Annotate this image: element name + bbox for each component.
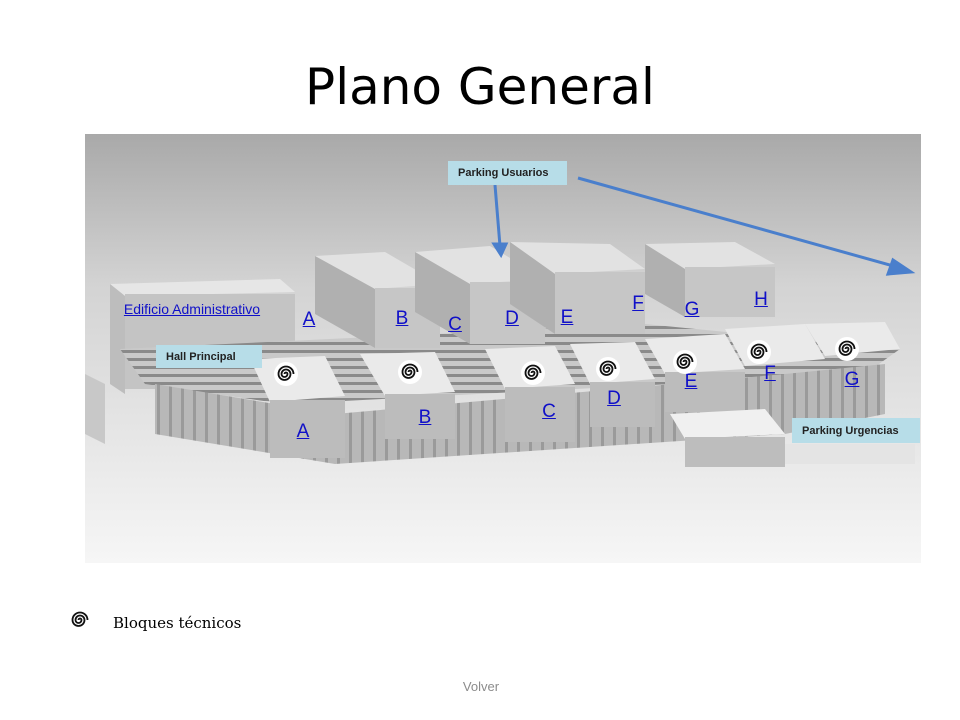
link-top-g[interactable]: G <box>684 299 700 320</box>
link-bottom-c[interactable]: C <box>542 401 556 422</box>
site-plan-image <box>85 134 921 563</box>
label-hall-principal: Hall Principal <box>156 345 262 368</box>
link-bottom-g[interactable]: G <box>844 369 860 390</box>
spiral-icon <box>835 337 859 361</box>
building-render <box>85 134 921 563</box>
link-bottom-f[interactable]: F <box>764 363 776 384</box>
link-top-a[interactable]: A <box>302 309 316 330</box>
legend-label: Bloques técnicos <box>113 614 242 632</box>
spiral-icon <box>274 362 298 386</box>
link-bottom-d[interactable]: D <box>607 388 621 409</box>
volver-link[interactable]: Volver <box>462 679 500 694</box>
link-top-c[interactable]: C <box>448 314 462 335</box>
link-top-f[interactable]: F <box>632 293 644 314</box>
link-top-d[interactable]: D <box>505 308 519 329</box>
legend-spiral-icon <box>68 608 92 632</box>
spiral-icon <box>596 357 620 381</box>
spiral-icon <box>673 350 697 374</box>
label-parking-usuarios: Parking Usuarios <box>448 161 567 185</box>
arrow-icon <box>491 176 916 276</box>
spiral-icon <box>521 361 545 385</box>
spiral-icon <box>747 340 771 364</box>
link-top-b[interactable]: B <box>395 308 409 329</box>
link-bottom-e[interactable]: E <box>684 371 698 392</box>
link-top-e[interactable]: E <box>560 307 574 328</box>
spiral-icon <box>398 360 422 384</box>
page-title: Plano General <box>305 58 655 116</box>
label-parking-urgencias: Parking Urgencias <box>792 418 920 443</box>
link-bottom-a[interactable]: A <box>296 421 310 442</box>
link-top-h[interactable]: H <box>754 289 768 310</box>
link-edificio-administrativo[interactable]: Edificio Administrativo <box>123 301 261 317</box>
link-bottom-b[interactable]: B <box>418 407 432 428</box>
